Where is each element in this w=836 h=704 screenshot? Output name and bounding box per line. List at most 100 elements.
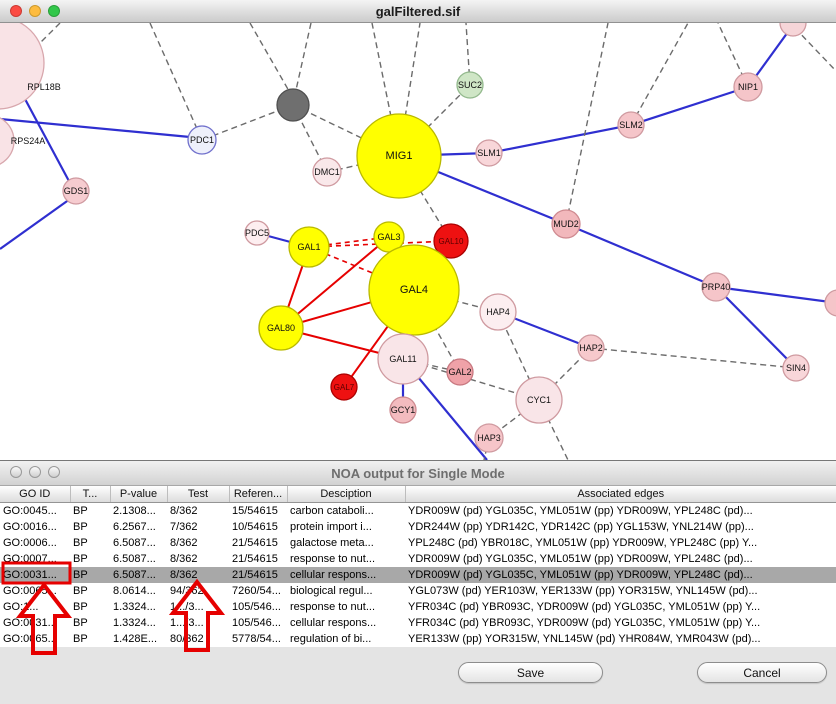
- node-label: PDC1: [190, 135, 214, 145]
- graph-edge-blue: [715, 286, 797, 369]
- column-header[interactable]: P-value: [110, 486, 168, 503]
- column-header[interactable]: Referen...: [229, 486, 288, 503]
- node-PRP40[interactable]: [701, 272, 731, 302]
- cell-ref: 15/54615: [229, 502, 287, 519]
- node-unnamed[interactable]: [276, 88, 310, 122]
- cell-go: GO:1...: [0, 599, 70, 615]
- cell-edges: YDR009W (pd) YGL035C, YML051W (pp) YDR00…: [405, 551, 836, 567]
- cell-edges: YFR034C (pd) YBR093C, YDR009W (pd) YGL03…: [405, 615, 836, 631]
- cell-test: 8/362: [167, 502, 229, 519]
- cell-t: BP: [70, 599, 110, 615]
- node-NIP1[interactable]: [733, 72, 763, 102]
- node-GAL7[interactable]: [330, 373, 358, 401]
- node-unnamed[interactable]: [824, 289, 836, 317]
- node-GCY1[interactable]: [389, 396, 417, 424]
- node-SUC2[interactable]: [456, 71, 484, 99]
- node-SLM2[interactable]: [617, 111, 645, 139]
- graph-edge-dash: [249, 23, 290, 92]
- node-GAL10[interactable]: [433, 223, 469, 259]
- cell-test: 7/362: [167, 519, 229, 535]
- column-header[interactable]: GO ID: [0, 486, 71, 503]
- node-DMC1[interactable]: [312, 157, 342, 187]
- node-label: SLM2: [619, 120, 643, 130]
- zoom-button[interactable]: [48, 5, 60, 17]
- cell-desc: protein import i...: [287, 519, 405, 535]
- graph-edge-blue: [0, 198, 71, 250]
- cell-edges: YPL248C (pd) YBR018C, YML051W (pp) YDR00…: [405, 535, 836, 551]
- graph-edge-blue: [488, 123, 632, 155]
- cell-p: 6.2567...: [110, 519, 167, 535]
- node-GAL2[interactable]: [446, 358, 474, 386]
- node-HAP3[interactable]: [474, 423, 504, 453]
- traffic-lights: [10, 5, 60, 17]
- node-RPS24A[interactable]: [0, 115, 15, 167]
- cell-t: BP: [70, 567, 110, 583]
- node-label: GAL80: [267, 323, 295, 333]
- node-CYC1[interactable]: [515, 376, 563, 424]
- node-PDC1[interactable]: [187, 125, 217, 155]
- column-header[interactable]: T...: [70, 486, 111, 503]
- node-label: GAL3: [377, 232, 400, 242]
- node-GAL4[interactable]: [368, 244, 460, 336]
- node-label: GAL2: [448, 367, 471, 377]
- cancel-button[interactable]: Cancel: [697, 662, 827, 683]
- node-GAL1[interactable]: [288, 226, 330, 268]
- cell-p: 6.5087...: [110, 551, 167, 567]
- cell-ref: 7260/54...: [229, 583, 287, 599]
- cell-go: GO:0031...: [0, 615, 70, 631]
- node-HAP4[interactable]: [479, 293, 517, 331]
- traffic-lights-inactive: [10, 466, 60, 478]
- node-MIG1[interactable]: [356, 113, 442, 199]
- save-button[interactable]: Save: [458, 662, 603, 683]
- node-GAL80[interactable]: [258, 305, 304, 351]
- cell-desc: galactose meta...: [287, 535, 405, 551]
- graph-edge-reddash: [308, 240, 452, 248]
- node-MUD2[interactable]: [551, 209, 581, 239]
- cell-p: 2.1308...: [110, 502, 167, 519]
- cell-test: 1.../3...: [167, 599, 229, 615]
- cell-p: 6.5087...: [110, 567, 167, 583]
- cell-edges: YDR009W (pd) YGL035C, YML051W (pp) YDR00…: [405, 502, 836, 519]
- cell-p: 1.3324...: [110, 615, 167, 631]
- node-GDS1[interactable]: [62, 177, 90, 205]
- cell-t: BP: [70, 502, 110, 519]
- node-PDC5[interactable]: [244, 220, 270, 246]
- minimize-button[interactable]: [29, 5, 41, 17]
- node-label: RPS24A: [11, 136, 46, 146]
- close-button[interactable]: [10, 466, 22, 478]
- minimize-button[interactable]: [29, 466, 41, 478]
- graph-edge-dash: [295, 23, 312, 91]
- graph-edge-blue: [715, 285, 836, 304]
- node-SLM1[interactable]: [475, 139, 503, 167]
- node-unnamed[interactable]: [779, 23, 807, 37]
- node-GAL11[interactable]: [377, 333, 429, 385]
- cell-t: BP: [70, 551, 110, 567]
- cell-p: 6.5087...: [110, 535, 167, 551]
- column-header[interactable]: Desciption: [287, 486, 406, 503]
- node-RPL18B[interactable]: [0, 23, 45, 110]
- cell-desc: response to nut...: [287, 551, 405, 567]
- node-label: MUD2: [553, 219, 579, 229]
- node-HAP2[interactable]: [577, 334, 605, 362]
- zoom-button[interactable]: [48, 466, 60, 478]
- cell-desc: biological regul...: [287, 583, 405, 599]
- close-button[interactable]: [10, 5, 22, 17]
- column-header[interactable]: Associated edges: [405, 486, 836, 503]
- cell-t: BP: [70, 631, 110, 647]
- node-SIN4[interactable]: [782, 354, 810, 382]
- column-header[interactable]: Test: [167, 486, 230, 503]
- cell-p: 1.3324...: [110, 599, 167, 615]
- graph-edge-dash: [590, 347, 797, 369]
- cell-go: GO:0016...: [0, 519, 70, 535]
